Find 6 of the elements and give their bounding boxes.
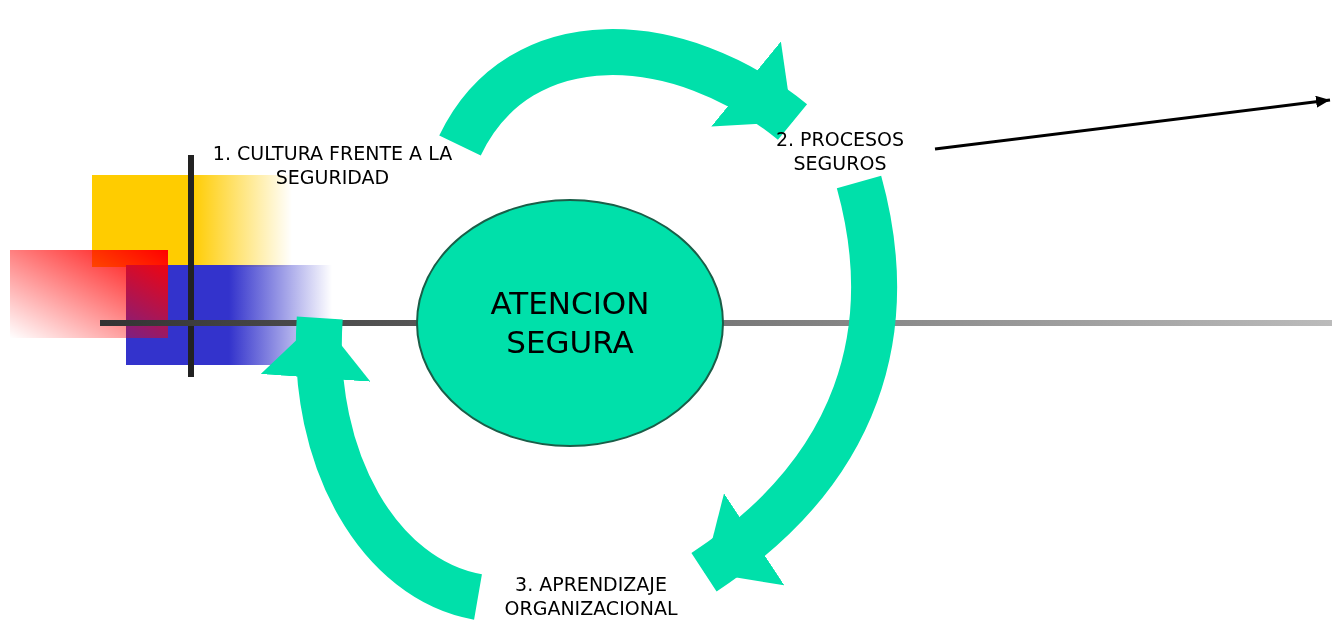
- center-label: ATENCION SEGURA: [489, 284, 651, 362]
- stage-label: 3. APRENDIZAJE ORGANIZACIONAL: [503, 573, 679, 621]
- stage-label: 2. PROCESOS SEGUROS: [774, 128, 906, 176]
- stage-label: 1. CULTURA FRENTE A LA SEGURIDAD: [211, 142, 454, 190]
- arrow: [934, 95, 1331, 151]
- curved-arrow: [690, 176, 897, 591]
